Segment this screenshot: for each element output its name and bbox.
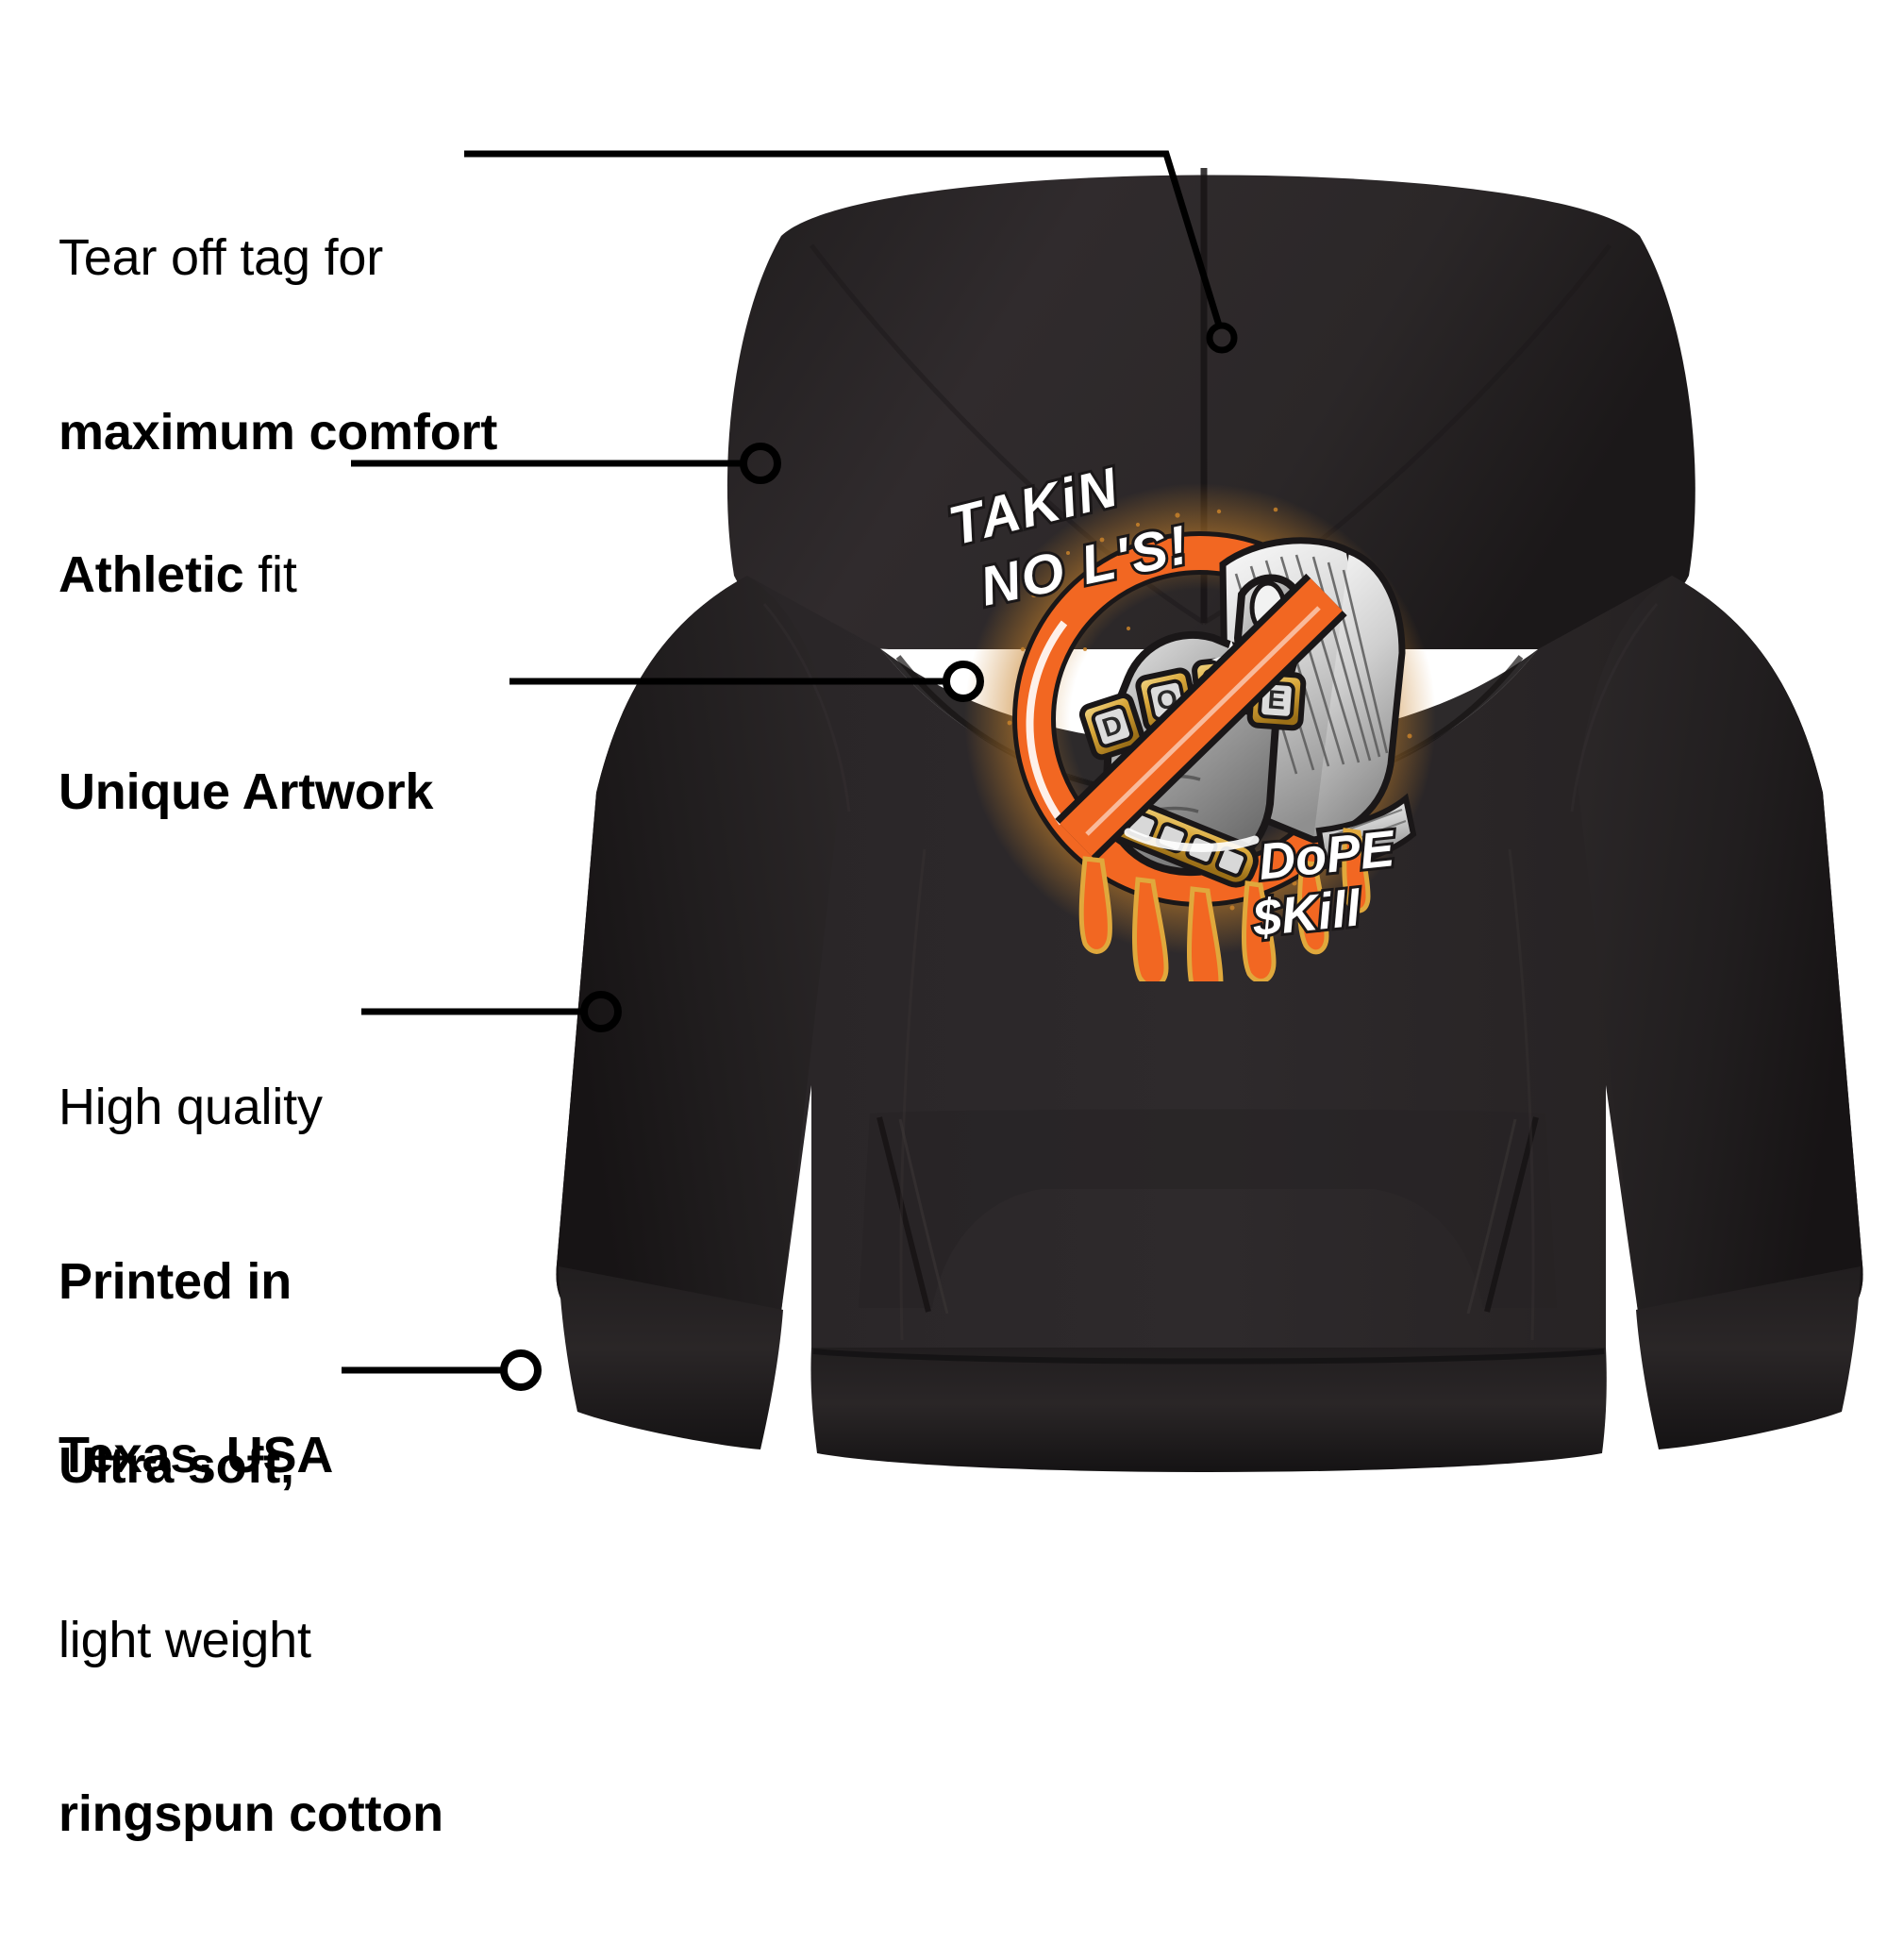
feature-label-printed-in-texas: High quality Printed in Texas, USA	[58, 963, 333, 1601]
feature-label-unique-artwork: Unique Artwork	[58, 647, 433, 938]
drip-highlight	[1124, 828, 1260, 852]
feature-line-2: light weight	[58, 1611, 311, 1668]
feature-line-1: Athletic fit	[58, 546, 297, 605]
feature-line-1: High quality	[58, 1079, 323, 1136]
hoodie-cuff-left	[559, 1266, 783, 1449]
fabric-fold-shoulder-right	[1570, 603, 1659, 812]
circle-highlight	[1026, 620, 1068, 826]
feature-line-1: Tear off tag for	[58, 229, 384, 287]
fabric-fold-shoulder-left	[762, 603, 851, 812]
hoodie-cuff-right	[1636, 1266, 1861, 1449]
pocket-left-opening-2	[898, 1118, 949, 1315]
pocket-right-opening-2	[1466, 1118, 1517, 1315]
pocket-left-opening	[877, 1116, 931, 1313]
feature-line-2: Printed in	[58, 1252, 292, 1310]
feature-line-2: maximum comfort	[58, 403, 498, 461]
paint-drips	[1078, 828, 1371, 981]
hoodie-kangaroo-pocket	[859, 1109, 1557, 1308]
infographic-canvas: D O P E	[58, 113, 1863, 1842]
feature-text-regular: fit	[243, 546, 297, 604]
hoodie-sleeve-right	[1578, 576, 1863, 1352]
feature-label-ringspun-cotton: Ultra soft, light weight ringspun cotton	[58, 1321, 443, 1960]
feature-line-3: Texas, USA	[58, 1427, 334, 1484]
pocket-right-opening	[1484, 1116, 1539, 1313]
feature-line-1: Unique Artwork	[58, 763, 434, 821]
prohibition-slash	[1055, 573, 1347, 862]
waistband-seam	[812, 1349, 1605, 1365]
hoodie-waistband	[810, 1348, 1607, 1472]
svg-text:E: E	[1267, 684, 1287, 714]
brand-logo: DoPE $Kill	[1246, 817, 1401, 950]
fabric-fold-left	[899, 848, 927, 1341]
svg-text:$Kill: $Kill	[1249, 879, 1364, 947]
feature-line-1: Ultra soft,	[58, 1437, 294, 1495]
fabric-fold-right	[1508, 848, 1535, 1341]
chest-artwork-graphic: D O P E	[944, 453, 1436, 981]
feature-line-3: ringspun cotton	[58, 1785, 443, 1843]
feature-label-athletic-fit: Athletic fit	[58, 430, 297, 721]
feature-text-bold: Athletic	[58, 546, 244, 604]
feature-label-tear-off-tag: Tear off tag for maximum comfort	[58, 113, 497, 578]
hoodie-sleeve-left	[556, 576, 842, 1352]
